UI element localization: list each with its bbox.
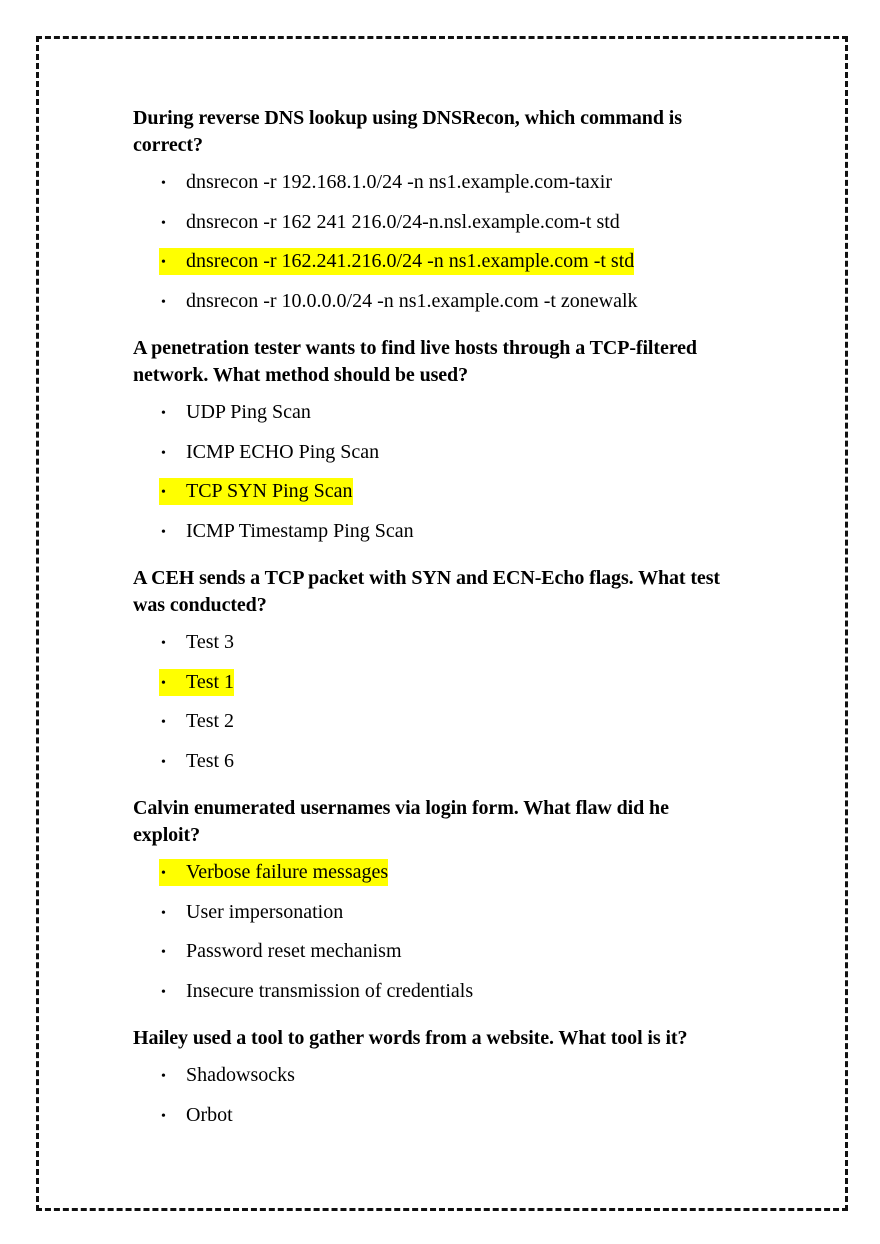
question-title: A CEH sends a TCP packet with SYN and EC… (133, 565, 753, 619)
option: • Test 3 (159, 629, 234, 656)
option: • Shadowsocks (159, 1062, 295, 1089)
option-item: • ICMP Timestamp Ping Scan (133, 518, 753, 558)
option-text: dnsrecon -r 162 241 216.0/24-n.nsl.examp… (186, 210, 620, 233)
bullet-icon: • (161, 255, 166, 270)
bullet-icon: • (161, 485, 166, 500)
option-item: • dnsrecon -r 162 241 216.0/24-n.nsl.exa… (133, 209, 753, 249)
option-item: • Test 3 (133, 629, 753, 669)
option-text: Shadowsocks (186, 1064, 295, 1086)
option-item: • User impersonation (133, 899, 753, 939)
option-text: User impersonation (186, 900, 344, 923)
bullet-icon: • (161, 176, 166, 191)
bullet-icon: • (161, 1069, 166, 1084)
option-item: • Test 1 (133, 668, 753, 709)
highlighted-answer: • dnsrecon -r 162.241.216.0/24 -n ns1.ex… (159, 248, 635, 275)
option-item: • Shadowsocks (133, 1062, 753, 1102)
option-item: • dnsrecon -r 162.241.216.0/24 -n ns1.ex… (133, 248, 753, 288)
option: • Orbot (159, 1102, 233, 1129)
option-text: UDP Ping Scan (186, 401, 311, 423)
option: • Password reset mechanism (159, 938, 402, 965)
question-title-line: exploit? (133, 824, 200, 846)
highlighted-answer: • Verbose failure messages (159, 859, 389, 886)
question-title-line: During reverse DNS lookup using DNSRecon… (133, 107, 682, 129)
question-title-line: Calvin enumerated usernames via login fo… (133, 797, 669, 819)
bullet-icon: • (161, 984, 166, 1000)
question-2: A penetration tester wants to find live … (133, 335, 753, 557)
option-text: Test 1 (186, 670, 235, 693)
highlighted-answer: • TCP SYN Ping Scan (159, 478, 353, 505)
option-text: Test 6 (186, 749, 235, 772)
question-title-line: was conducted? (133, 594, 267, 616)
option-item: • Password reset mechanism (133, 938, 753, 978)
question-4: Calvin enumerated usernames via login fo… (133, 795, 753, 1017)
option: • dnsrecon -r 10.0.0.0/24 -n ns1.example… (159, 288, 638, 315)
option: • Test 6 (159, 748, 234, 775)
bullet-icon: • (161, 866, 166, 881)
question-5: Hailey used a tool to gather words from … (133, 1025, 753, 1141)
option: • UDP Ping Scan (159, 399, 311, 426)
option-text: dnsrecon -r 162.241.216.0/24 -n ns1.exam… (186, 250, 635, 272)
option-item: • Test 6 (133, 748, 753, 788)
option-item: • Verbose failure messages (133, 859, 753, 899)
options-list: • Shadowsocks • Orbot (133, 1062, 753, 1141)
option-item: • Orbot (133, 1102, 753, 1142)
options-list: • Verbose failure messages • User impers… (133, 859, 753, 1017)
option: • User impersonation (159, 899, 343, 926)
option-item: • Test 2 (133, 708, 753, 748)
option-item: • ICMP ECHO Ping Scan (133, 439, 753, 479)
highlighted-answer: • Test 1 (159, 668, 235, 696)
bullet-icon: • (161, 215, 166, 231)
bullet-icon: • (161, 406, 166, 421)
options-list: • UDP Ping Scan • ICMP ECHO Ping Scan • … (133, 399, 753, 557)
option-text: dnsrecon -r 192.168.1.0/24 -n ns1.exampl… (186, 171, 613, 193)
option-text: Test 3 (186, 631, 235, 653)
bullet-icon: • (161, 445, 166, 461)
options-list: • dnsrecon -r 192.168.1.0/24 -n ns1.exam… (133, 169, 753, 327)
option-item: • Insecure transmission of credentials (133, 978, 753, 1018)
option-text: TCP SYN Ping Scan (186, 480, 353, 502)
question-3: A CEH sends a TCP packet with SYN and EC… (133, 565, 753, 787)
question-1: During reverse DNS lookup using DNSRecon… (133, 105, 753, 327)
option-item: • dnsrecon -r 10.0.0.0/24 -n ns1.example… (133, 288, 753, 328)
page-border (36, 36, 848, 1211)
bullet-icon: • (161, 945, 166, 960)
option-text: Verbose failure messages (186, 861, 389, 883)
document-content: During reverse DNS lookup using DNSRecon… (133, 105, 753, 1149)
question-title-line: Hailey used a tool to gather words from … (133, 1027, 688, 1049)
option-text: ICMP ECHO Ping Scan (186, 440, 380, 463)
option-text: ICMP Timestamp Ping Scan (186, 519, 414, 542)
option: • Insecure transmission of credentials (159, 978, 473, 1005)
question-title: Hailey used a tool to gather words from … (133, 1025, 753, 1052)
bullet-icon: • (161, 675, 166, 691)
question-title-line: A penetration tester wants to find live … (133, 337, 697, 359)
option-text: Insecure transmission of credentials (186, 979, 474, 1002)
option-item: • UDP Ping Scan (133, 399, 753, 439)
bullet-icon: • (161, 715, 166, 730)
question-title: Calvin enumerated usernames via login fo… (133, 795, 753, 849)
option: • Test 2 (159, 708, 234, 735)
option: • dnsrecon -r 162 241 216.0/24-n.nsl.exa… (159, 209, 620, 236)
bullet-icon: • (161, 1108, 166, 1124)
question-title-line: correct? (133, 134, 203, 156)
question-title-line: network. What method should be used? (133, 364, 468, 386)
options-list: • Test 3 • Test 1 • Test 2 • Test (133, 629, 753, 787)
option-text: Password reset mechanism (186, 940, 402, 962)
option: • ICMP Timestamp Ping Scan (159, 518, 414, 545)
bullet-icon: • (161, 905, 166, 921)
option: • ICMP ECHO Ping Scan (159, 439, 379, 466)
option-item: • dnsrecon -r 192.168.1.0/24 -n ns1.exam… (133, 169, 753, 209)
option: • dnsrecon -r 192.168.1.0/24 -n ns1.exam… (159, 169, 612, 196)
option-text: Orbot (186, 1103, 233, 1126)
option-item: • TCP SYN Ping Scan (133, 478, 753, 518)
bullet-icon: • (161, 524, 166, 540)
option-text: dnsrecon -r 10.0.0.0/24 -n ns1.example.c… (186, 289, 638, 312)
bullet-icon: • (161, 754, 166, 770)
bullet-icon: • (161, 636, 166, 651)
question-title: A penetration tester wants to find live … (133, 335, 753, 389)
question-title-line: A CEH sends a TCP packet with SYN and EC… (133, 567, 720, 589)
option-text: Test 2 (186, 710, 235, 732)
bullet-icon: • (161, 294, 166, 310)
question-title: During reverse DNS lookup using DNSRecon… (133, 105, 753, 159)
